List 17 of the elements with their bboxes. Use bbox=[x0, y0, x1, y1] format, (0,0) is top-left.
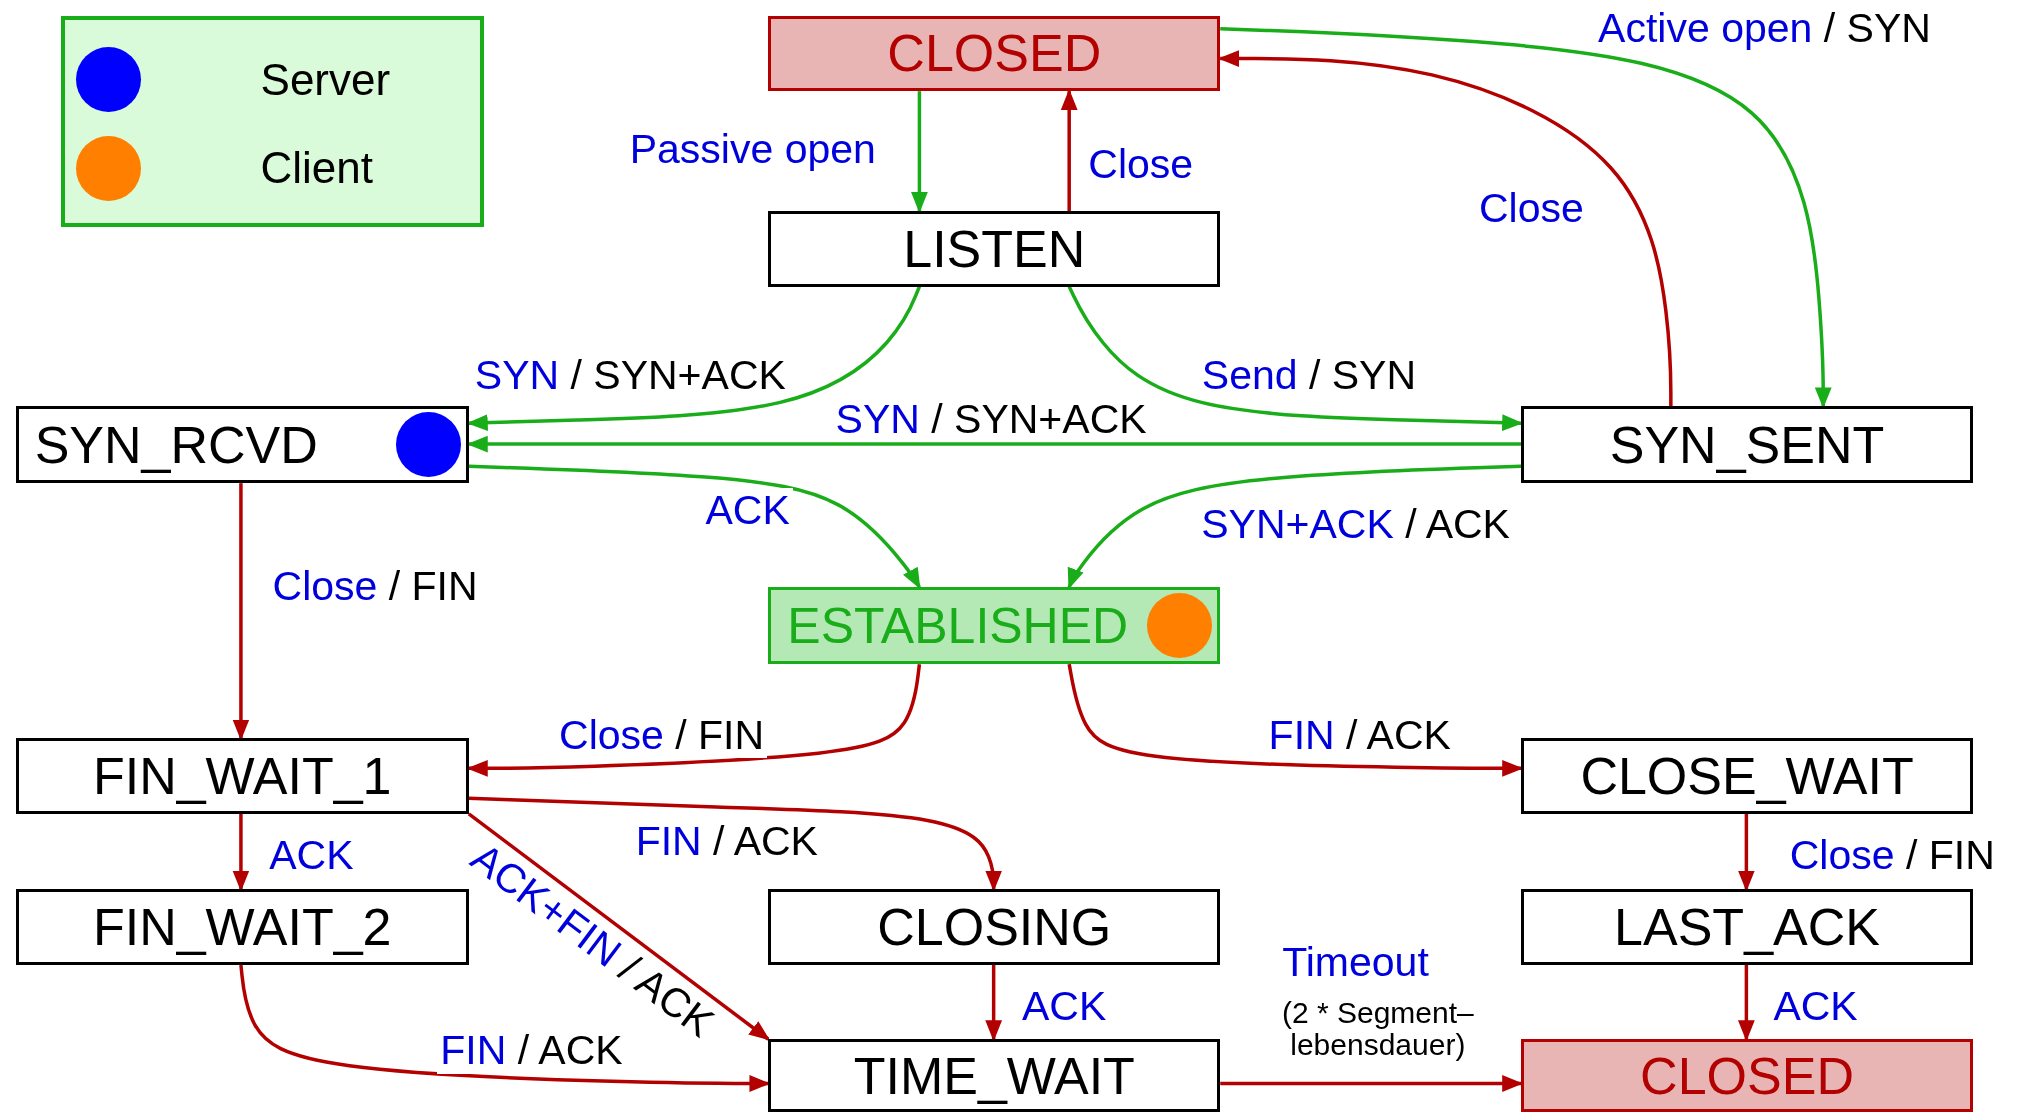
arrow bbox=[1060, 89, 1078, 211]
legend-label: Client bbox=[260, 143, 374, 194]
state-box: LAST_ACK bbox=[1521, 889, 1973, 965]
state-box: CLOSING bbox=[768, 889, 1221, 965]
state-box: SYN_RCVD bbox=[15, 406, 469, 484]
state-box: CLOSED bbox=[768, 15, 1221, 92]
state-box: FIN_WAIT_1 bbox=[15, 738, 469, 814]
state-box: FIN_WAIT_2 bbox=[15, 889, 469, 965]
state-box: ESTABLISHED bbox=[768, 587, 1221, 665]
arrow bbox=[467, 812, 771, 1041]
state-box: CLOSED bbox=[1521, 1039, 1973, 1113]
legend-label: Server bbox=[260, 54, 391, 105]
state-box: LISTEN bbox=[768, 210, 1221, 287]
state-box: SYN_SENT bbox=[1521, 406, 1973, 484]
state-box: CLOSE_WAIT bbox=[1521, 738, 1973, 814]
state-box: TIME_WAIT bbox=[768, 1039, 1221, 1113]
arrow bbox=[1218, 50, 1673, 407]
